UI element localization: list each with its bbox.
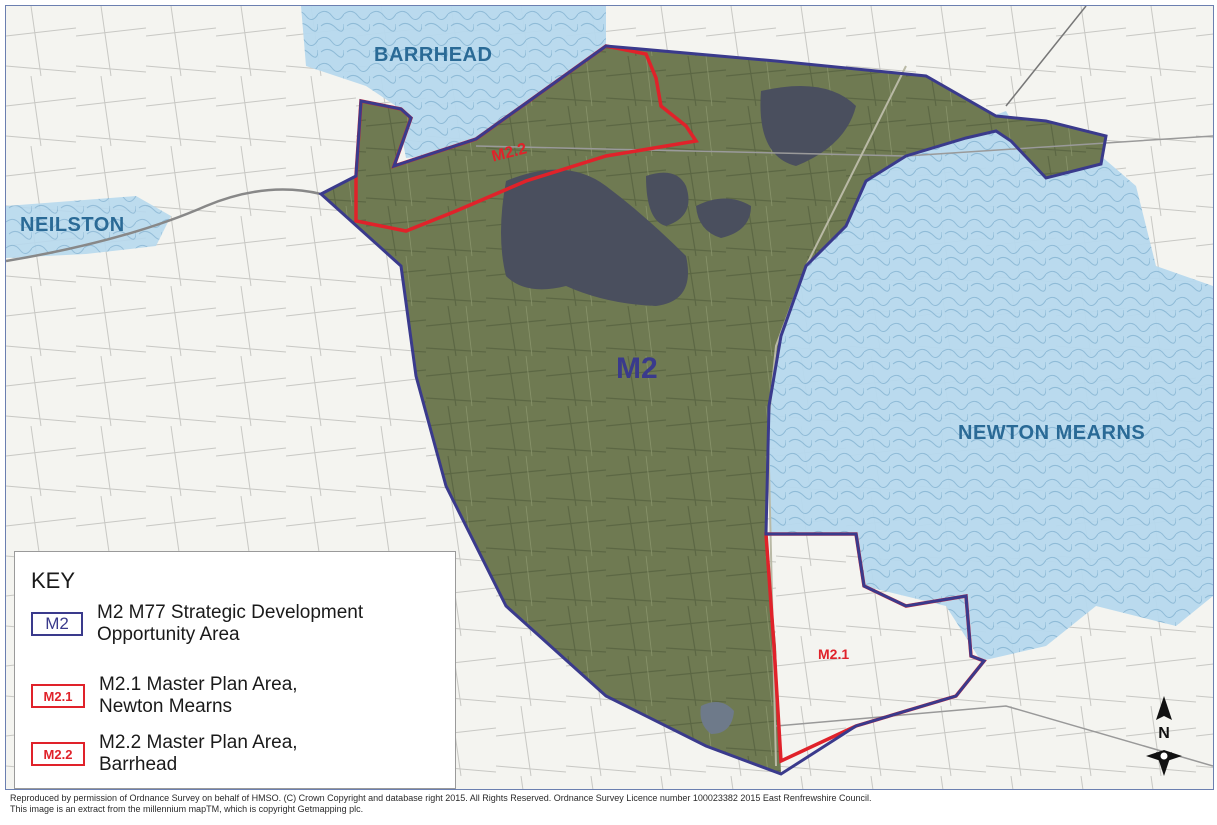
key-text-line: M2.1 Master Plan Area, (99, 674, 298, 695)
key-text-m22: M2.2 Master Plan Area, Barrhead (99, 732, 298, 776)
key-item-m22: M2.2 M2.2 Master Plan Area, Barrhead (31, 732, 298, 776)
reservoir-large (501, 169, 688, 306)
key-swatch-m2: M2 (31, 612, 83, 636)
map-key: KEY M2 M2 M77 Strategic Development Oppo… (14, 551, 456, 789)
road-south (775, 705, 1213, 767)
key-item-m21: M2.1 M2.1 Master Plan Area, Newton Mearn… (31, 674, 298, 718)
map-viewport[interactable]: BARRHEAD NEILSTON NEWTON MEARNS M2 M2.2 … (5, 5, 1214, 790)
key-title: KEY (31, 568, 76, 593)
town-label-newton-mearns: NEWTON MEARNS (958, 422, 1146, 444)
map-copyright-footer: Reproduced by permission of Ordnance Sur… (10, 793, 1210, 815)
reservoir-mid (696, 198, 751, 238)
key-swatch-m22: M2.2 (31, 742, 85, 766)
key-text-m21: M2.1 Master Plan Area, Newton Mearns (99, 674, 298, 718)
area-label-m2: M2 (616, 352, 658, 385)
key-text-line: Newton Mearns (99, 696, 233, 717)
key-text-line: M2.2 Master Plan Area, (99, 732, 298, 753)
north-arrow-icon: N (1144, 696, 1184, 781)
area-label-m21: M2.1 (818, 646, 850, 662)
pond-south (700, 702, 734, 734)
newton-mearns-urban-area (766, 111, 1213, 661)
key-text-m2: M2 M77 Strategic Development Opportunity… (97, 602, 363, 646)
town-label-barrhead: BARRHEAD (374, 44, 493, 66)
road-ne (1005, 6, 1087, 107)
key-item-m2: M2 M2 M77 Strategic Development Opportun… (31, 602, 363, 646)
railway-line (6, 188, 322, 263)
key-text-line: M2 M77 Strategic Development (97, 602, 364, 623)
neilston-urban-area (6, 196, 171, 258)
m2-boundary (318, 44, 1108, 776)
key-text-line: Barrhead (99, 754, 178, 775)
key-swatch-m21: M2.1 (31, 684, 85, 708)
north-arrow-letter: N (1158, 725, 1170, 742)
town-label-neilston: NEILSTON (20, 214, 125, 236)
reservoir-small (646, 172, 689, 226)
key-text-line: Opportunity Area (97, 624, 240, 645)
copyright-line: Reproduced by permission of Ordnance Sur… (10, 793, 872, 803)
reservoir-north (760, 86, 856, 166)
copyright-line: This image is an extract from the millen… (10, 804, 364, 814)
